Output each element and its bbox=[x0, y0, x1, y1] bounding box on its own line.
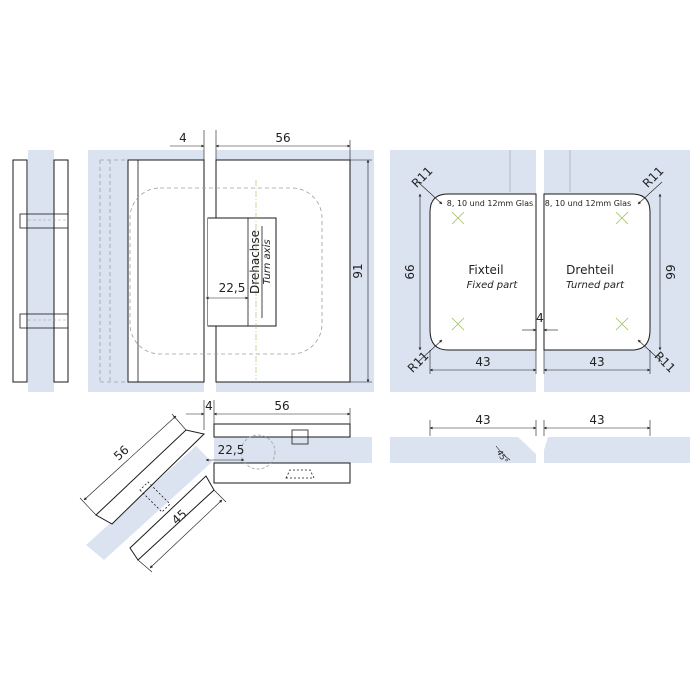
cutout-dim-width-right: 43 bbox=[589, 355, 604, 369]
front-dim-gap: 4 bbox=[179, 131, 187, 145]
top-plate-upper bbox=[213, 423, 351, 438]
axis-label-de: Drehachse bbox=[248, 230, 262, 294]
side-plate-right bbox=[53, 159, 69, 383]
front-glass-outline-dashed bbox=[129, 187, 323, 355]
edge-glass-left bbox=[390, 437, 536, 463]
side-screw-top bbox=[19, 213, 69, 229]
cutout-dim-height-right: 66 bbox=[663, 264, 677, 279]
edge-dim-left: 43 bbox=[475, 413, 490, 427]
cutout-dim-width-left: 43 bbox=[475, 355, 490, 369]
side-plate-left bbox=[12, 159, 28, 383]
top-dim-diag-width: 56 bbox=[111, 443, 132, 464]
front-view: 4 56 91 22,5 Drehachse Turn axis bbox=[88, 130, 374, 392]
edge-dim-right: 43 bbox=[589, 413, 604, 427]
cutout-fixed-part bbox=[429, 193, 537, 351]
turned-part-label-de: Drehteil bbox=[566, 263, 614, 277]
top-view: 4 56 22,5 56 45 bbox=[79, 399, 372, 573]
top-dim-width: 56 bbox=[274, 399, 289, 413]
fixed-plate bbox=[127, 159, 205, 383]
bevel-angle-arc bbox=[495, 445, 511, 461]
glass-note-right: 8, 10 und 12mm Glas bbox=[545, 199, 631, 208]
top-dim-offset: 22,5 bbox=[218, 443, 245, 457]
fixed-part-label-de: Fixteil bbox=[468, 263, 503, 277]
edge-glass-right bbox=[544, 437, 690, 463]
top-screw-lower bbox=[285, 469, 315, 479]
front-dim-height: 91 bbox=[351, 263, 365, 278]
cutout-dim-gap: 4 bbox=[536, 311, 544, 325]
glass-note-left: 8, 10 und 12mm Glas bbox=[447, 199, 533, 208]
top-screw-upper bbox=[291, 429, 309, 445]
top-glass-angled bbox=[86, 446, 212, 560]
side-view bbox=[12, 150, 69, 392]
axis-label-en: Turn axis bbox=[262, 239, 273, 284]
cutout-turned-part bbox=[543, 193, 651, 351]
front-dim-axis-offset: 22,5 bbox=[219, 281, 246, 295]
side-glass bbox=[28, 150, 54, 392]
cutout-dim-height-left: 66 bbox=[403, 264, 417, 279]
glass-cutout-view: R11 R11 R11 R11 8, 10 und 12mm Glas 8, 1… bbox=[390, 150, 690, 392]
edge-view: 43 43 45° bbox=[390, 413, 690, 465]
side-screw-bottom bbox=[19, 313, 69, 329]
hinge-axis-circle bbox=[240, 434, 276, 470]
front-dim-width: 56 bbox=[275, 131, 290, 145]
turned-part-label-en: Turned part bbox=[566, 280, 625, 291]
fixed-part-label-en: Fixed part bbox=[467, 280, 519, 291]
top-dim-gap: 4 bbox=[205, 399, 213, 413]
top-plate-lower bbox=[213, 462, 351, 484]
